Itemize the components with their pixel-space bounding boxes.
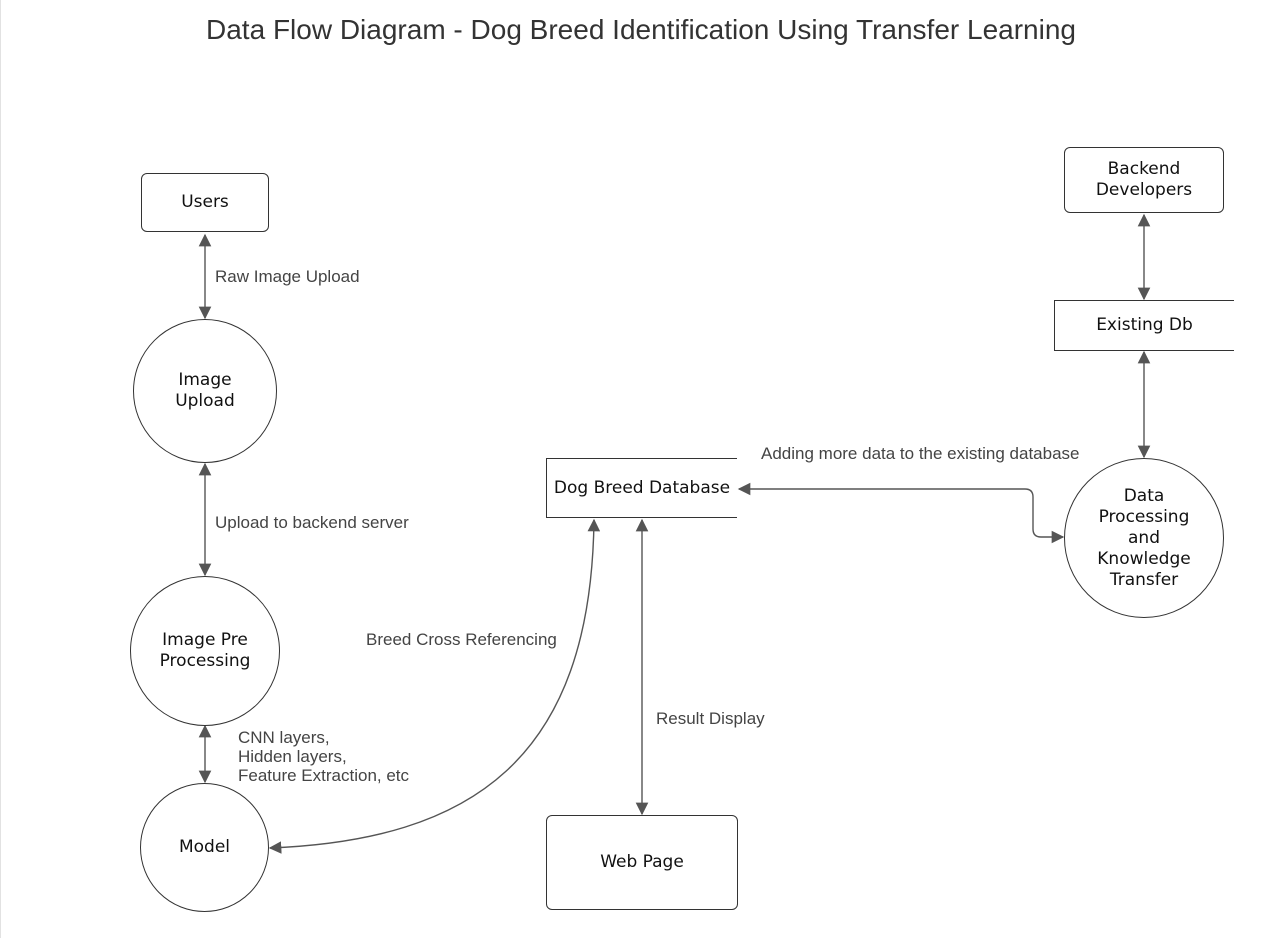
edge-data-processing-database (737, 482, 1065, 544)
web-page-entity[interactable]: Web Page (546, 815, 738, 910)
users-entity[interactable]: Users (141, 173, 269, 232)
model-label: Model (178, 837, 231, 857)
web-page-label: Web Page (600, 852, 684, 872)
model-process[interactable]: Model (140, 783, 269, 912)
backend-developers-entity[interactable]: Backend Developers (1064, 147, 1224, 213)
image-pre-processing-label: Image Pre Processing (159, 630, 251, 671)
data-processing-label: Data Processing and Knowledge Transfer (1097, 485, 1191, 590)
dog-breed-database-label: Dog Breed Database (553, 477, 731, 498)
image-upload-process[interactable]: Image Upload (133, 319, 277, 463)
flow-label-raw-image-upload: Raw Image Upload (215, 267, 360, 286)
data-processing-process[interactable]: Data Processing and Knowledge Transfer (1064, 458, 1224, 618)
backend-developers-label: Backend Developers (1095, 159, 1193, 200)
image-upload-label: Image Upload (175, 370, 235, 411)
flow-label-breed-cross-referencing: Breed Cross Referencing (366, 630, 557, 649)
existing-db-store[interactable]: Existing Db (1054, 300, 1234, 351)
users-label: Users (181, 192, 229, 212)
dog-breed-database-store[interactable]: Dog Breed Database (546, 458, 737, 518)
diagram-title: Data Flow Diagram - Dog Breed Identifica… (206, 14, 1076, 45)
flow-label-adding-more-data: Adding more data to the existing databas… (761, 444, 1080, 463)
image-pre-processing-process[interactable]: Image Pre Processing (130, 576, 280, 726)
edge-model-dog-breed-database (268, 518, 601, 854)
flow-label-upload-to-backend: Upload to backend server (215, 513, 409, 532)
existing-db-label: Existing Db (1096, 315, 1193, 335)
flow-label-cnn-layers: CNN layers, Hidden layers, Feature Extra… (238, 728, 410, 785)
flow-label-result-display: Result Display (656, 709, 765, 728)
